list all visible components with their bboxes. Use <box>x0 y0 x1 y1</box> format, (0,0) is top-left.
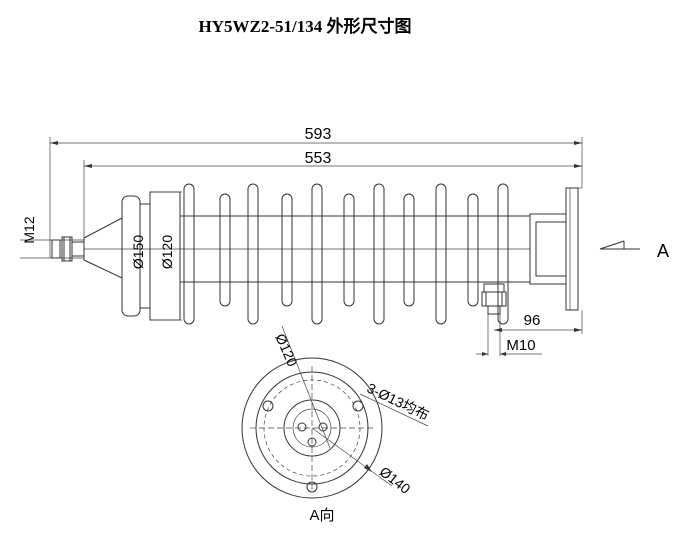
dimension-m10: M10 <box>476 337 542 356</box>
holes-label: 3-Ø13均布 <box>365 380 432 424</box>
bolt-holes <box>262 400 364 493</box>
dim-m12-label: M12 <box>21 216 37 243</box>
insulator-body: Ø150 Ø120 <box>121 191 530 321</box>
dim-m10-label: M10 <box>506 337 535 354</box>
cone-cap <box>83 217 530 279</box>
bottom-stud <box>481 283 507 356</box>
bolt-circle-label: Ø120 <box>272 331 301 369</box>
dimension-96: 96 <box>494 310 583 334</box>
dim-120-label: Ø120 <box>159 235 175 269</box>
flange-diameter-label: Ø140 <box>377 463 414 497</box>
side-view: 593 553 M12 <box>20 126 669 356</box>
dim-96-label: 96 <box>524 312 541 329</box>
dim-593-label: 593 <box>305 126 332 143</box>
view-label: A向 <box>309 507 334 524</box>
view-arrow: A <box>599 240 669 261</box>
end-view: Ø120 3-Ø13均布 Ø140 A向 <box>241 325 432 524</box>
sheds <box>183 183 509 325</box>
dim-553-label: 553 <box>305 150 332 167</box>
base-flange <box>529 187 582 311</box>
dimension-593: 593 <box>49 126 583 258</box>
dim-150-label: Ø150 <box>130 235 146 269</box>
dimension-553: 553 <box>83 150 582 238</box>
drawing-title: HY5WZ2-51/134 外形尺寸图 <box>198 17 412 36</box>
left-stud: M12 <box>20 216 85 262</box>
view-arrow-label: A <box>657 241 669 261</box>
